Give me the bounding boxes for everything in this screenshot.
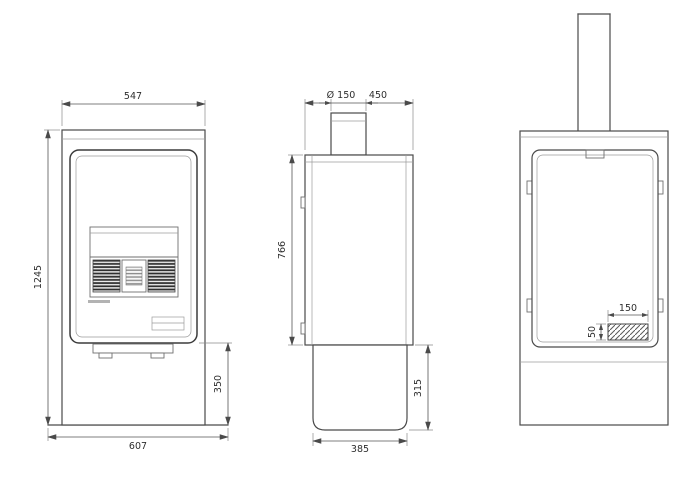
dim-label-front-plinth-height: 350 [213,375,224,393]
dim-side-depth-bottom: 385 [312,433,408,455]
grille-left [92,259,121,293]
rating-plate [151,316,185,331]
dim-label-front-height-total: 1245 [33,265,44,289]
combustion-air-outlet [607,323,649,341]
dim-label-side-body-height: 766 [277,241,288,259]
foot-right [150,352,165,359]
dim-label-front-width-bottom: 607 [129,441,147,452]
stove-body-side [304,154,414,346]
dim-label-front-width-top: 547 [124,91,142,102]
dim-side-depth-top: Ø 150 450 [304,90,414,150]
pedestal-side [312,344,408,431]
back-panel-inner-frame [536,154,654,343]
flue-connection-detail [585,149,605,159]
flue-pipe [577,13,611,132]
door-inner-frame [75,155,192,338]
dim-label-side-depth-bottom: 385 [351,444,369,455]
stove-door [69,149,198,344]
dim-outlet-height: 50 [587,323,606,341]
dim-front-height-total: 1245 [33,129,60,426]
dim-outlet-width: 150 [607,303,649,322]
dim-front-plinth-height: 350 [199,342,232,426]
dim-side-plinth-height: 315 [409,344,433,431]
burner-center-grate [125,266,143,286]
grille-right [147,259,176,293]
dim-side-body-height: 766 [277,154,303,346]
door-base-bar [92,343,174,354]
brand-marking [88,300,110,303]
burner-opening [89,226,179,298]
door-hinge-lower [300,322,306,335]
foot-left [98,352,113,359]
dim-label-side-plinth-height: 315 [413,379,424,397]
dim-front-width-bottom: 607 [47,428,229,452]
flue-collar [330,112,367,156]
dim-label-outlet-width: 150 [619,303,637,314]
dim-label-side-depth-top: 450 [369,90,387,101]
side-view: Ø 150 450 766 315 385 [277,90,433,455]
front-view: 547 1245 350 607 [33,91,232,452]
back-view: 150 50 [519,13,669,426]
back-panel [531,149,659,348]
dim-label-outlet-height: 50 [587,326,598,338]
dim-front-width-top: 547 [61,91,206,126]
dim-label-flue-diameter: Ø 150 [327,90,356,101]
door-hinge-upper [300,196,306,209]
